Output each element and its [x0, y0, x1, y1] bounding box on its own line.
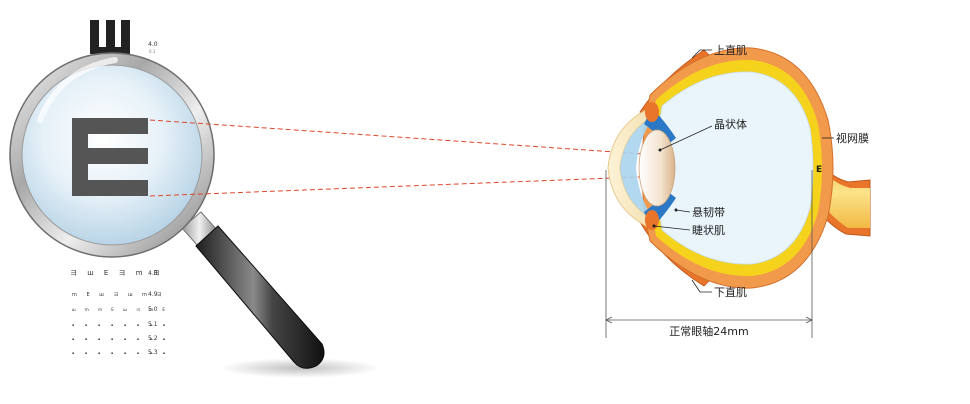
leader-inferior-rectus: [691, 279, 712, 293]
magnifier-shadow: [220, 358, 380, 378]
crystalline-lens: [638, 129, 676, 207]
lens-glare: [37, 57, 118, 123]
chart-level-label: 4.8: [148, 270, 158, 277]
chart-level-label: 5.0: [148, 306, 158, 313]
chart-rows: ヨ ш Е ヨ m ヨ 4.8 m Е ш ヨ ш m ヨ 4.9 ш m m …: [70, 269, 170, 356]
label-axial-length: 正常眼轴24mm: [669, 324, 748, 338]
chart-row-letters: ▪ ▪ ▪ ▪ ▪ ▪ ▪ ▪: [72, 337, 170, 341]
chart-level-label: 4.0: [148, 41, 158, 48]
chart-row-letters: ヨ ш Е ヨ m ヨ: [70, 269, 164, 277]
dimension-arrow-left: [605, 316, 613, 324]
label-lens: 晶状体: [714, 117, 747, 131]
retina-image-e: E: [816, 165, 822, 175]
label-retina: 视网膜: [836, 131, 869, 145]
leader-dot: [658, 148, 662, 152]
leader-lens: [659, 125, 713, 151]
eyeball: E: [607, 47, 871, 289]
ciliary-muscle-lower: [645, 210, 659, 230]
anterior-chamber: [620, 116, 654, 220]
chart-level-label: 5.1: [148, 321, 158, 328]
magnified-letter-e: [72, 118, 148, 196]
magnifier-handle: [181, 211, 325, 369]
chart-top-letter: [90, 20, 130, 54]
label-superior-rectus: 上直肌: [714, 43, 747, 57]
label-inferior-rectus: 下直肌: [714, 285, 747, 299]
leader-dot: [652, 224, 656, 228]
leader-zonule: [675, 209, 691, 213]
dimension-arrow-right: [805, 316, 813, 324]
chart-level-label: 5.3: [148, 349, 158, 356]
leader-superior-rectus: [691, 49, 712, 59]
chart-unit-label: 0.1: [149, 49, 156, 54]
magnifier: E: [9, 52, 380, 378]
leader-dot: [674, 208, 678, 212]
label-zonule: 悬韧带: [692, 206, 725, 219]
chart-level-label: 4.9: [148, 291, 158, 298]
leader-ciliary-muscle: [653, 225, 691, 231]
chart-row-letters: ш m m Е ш ヨ m Е: [72, 307, 169, 312]
chart-row-letters: m Е ш ヨ ш m ヨ: [72, 292, 166, 298]
label-ciliary-muscle: 睫状肌: [692, 223, 725, 237]
axial-length-dimension: [605, 170, 813, 338]
eye-chart: 4.0 0.1 ヨ ш Е ヨ m ヨ 4.8 m Е ш ヨ ш m ヨ 4.…: [70, 20, 170, 356]
chart-row-letters: ▪ ▪ ▪ ▪ ▪ ▪ ▪ ▪: [72, 323, 170, 327]
chart-row-letters: ▪ ▪ ▪ ▪ ▪ ▪ ▪ ▪: [72, 351, 170, 355]
ciliary-muscle-upper: [645, 102, 659, 122]
vitreous-body: [656, 71, 814, 265]
chart-level-label: 5.2: [148, 335, 158, 342]
eye-labels: 上直肌 晶状体 视网膜 悬韧带 睫状肌 下直肌: [652, 43, 869, 299]
